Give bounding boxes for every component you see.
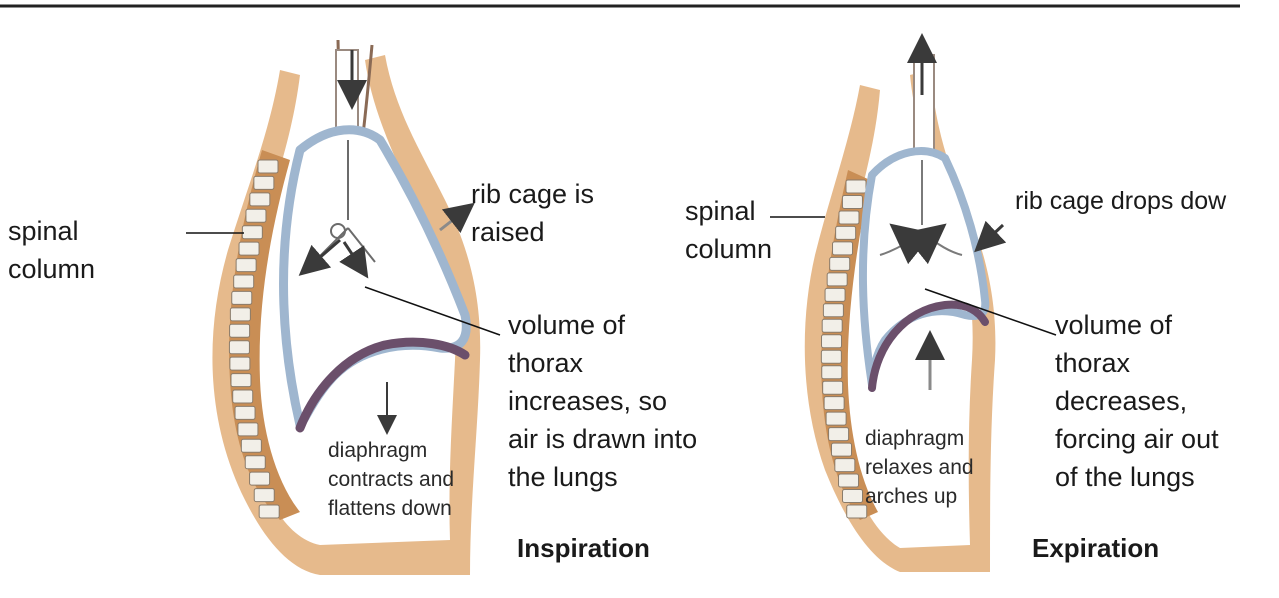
vertebra <box>239 242 259 255</box>
vertebra <box>250 472 270 485</box>
expiration-spinal-label: spinal column <box>685 192 772 268</box>
vertebra <box>254 489 274 502</box>
vertebra <box>836 226 856 239</box>
expiration-diaphragm-label: diaphragm relaxes and arches up <box>865 424 974 511</box>
vertebra <box>232 291 252 304</box>
vertebra <box>846 180 866 193</box>
vertebra <box>824 397 844 410</box>
vertebra <box>230 357 250 370</box>
inspiration-rib-label: rib cage is raised <box>471 175 594 251</box>
vertebra <box>825 288 845 301</box>
vertebra <box>830 257 850 270</box>
vertebra <box>835 459 855 472</box>
vertebra <box>245 456 265 469</box>
vertebra <box>254 176 274 189</box>
vertebra <box>829 428 849 441</box>
vertebra <box>832 443 852 456</box>
vertebra <box>826 412 846 425</box>
vertebra <box>822 366 842 379</box>
vertebra <box>233 390 253 403</box>
thoracic-cavity <box>284 130 467 425</box>
vertebra <box>847 505 867 518</box>
vertebra <box>821 350 841 363</box>
expiration-rib-label: rib cage drops dow <box>1015 187 1279 216</box>
vertebra <box>250 193 270 206</box>
vertebra <box>229 341 249 354</box>
vertebra <box>242 226 262 239</box>
vertebra <box>839 211 859 224</box>
vertebra <box>246 209 266 222</box>
inspiration-spinal-label: spinal column <box>8 212 95 288</box>
vertebra <box>827 273 847 286</box>
vertebra <box>236 259 256 272</box>
expiration-title: Expiration <box>1032 533 1159 564</box>
vertebra <box>238 423 258 436</box>
expiration-volume-label: volume of thorax decreases, forcing air … <box>1055 306 1219 496</box>
vertebra <box>843 490 863 503</box>
vertebra <box>230 308 250 321</box>
vertebra <box>842 195 862 208</box>
vertebra <box>833 242 853 255</box>
vertebra <box>241 439 261 452</box>
vertebra <box>231 374 251 387</box>
vertebra <box>230 324 250 337</box>
rib-down-arrow <box>985 225 1003 242</box>
vertebra <box>259 505 279 518</box>
vertebra <box>822 335 842 348</box>
inspiration-diaphragm-label: diaphragm contracts and flattens down <box>328 436 454 523</box>
vertebra <box>839 474 859 487</box>
vertebra <box>822 319 842 332</box>
vertebra <box>823 381 843 394</box>
vertebra <box>258 160 278 173</box>
inspiration-title: Inspiration <box>517 533 650 564</box>
inspiration-volume-label: volume of thorax increases, so air is dr… <box>508 306 697 496</box>
vertebra <box>235 406 255 419</box>
vertebra <box>823 304 843 317</box>
vertebra <box>234 275 254 288</box>
